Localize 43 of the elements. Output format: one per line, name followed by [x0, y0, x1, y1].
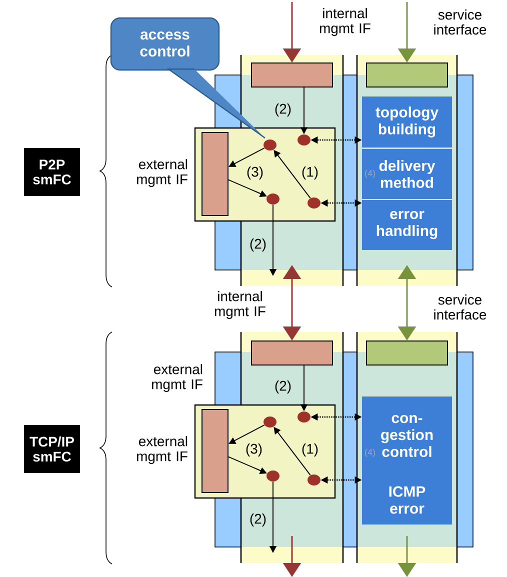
dot: [298, 134, 310, 146]
edge-label: internal mgmt IF: [214, 291, 266, 319]
dot: [264, 416, 276, 428]
node-label: ICMP error: [389, 486, 426, 514]
hatched-bar: [251, 340, 333, 366]
text-label: external mgmt IF: [137, 436, 188, 464]
node-label: error handling: [376, 210, 438, 240]
hatched-bar: [251, 62, 333, 88]
arrow: [228, 148, 265, 167]
hatched-bar: [202, 132, 228, 216]
edge-label: (1): [302, 166, 318, 180]
function-box: ICMP error: [362, 476, 452, 524]
edge-label: (2): [275, 104, 291, 116]
text-label: (4): [365, 448, 375, 458]
edge-label: internal mgmt IF: [320, 8, 370, 36]
text-label: (4): [365, 170, 375, 178]
edge-label: (3): [246, 444, 262, 456]
edge-label: (1): [302, 444, 318, 456]
arrow: [228, 424, 265, 444]
function-box: topology building: [362, 96, 452, 148]
hatched-bar: [366, 62, 448, 88]
hatched-bar: [366, 340, 448, 366]
edge-label: service interface: [434, 9, 486, 35]
callout-box: access control: [110, 17, 266, 139]
hatched-bar: [202, 409, 228, 493]
edge-label: (2): [250, 238, 266, 252]
label-box: TCP/IP smFC: [24, 425, 80, 473]
function-box: error handling: [362, 200, 452, 250]
edge-label: service interface: [434, 294, 486, 320]
dot: [308, 474, 320, 486]
text-label: external mgmt IF: [137, 159, 188, 187]
dot: [266, 470, 280, 482]
dot: [266, 194, 280, 204]
label-box: P2P smFC: [24, 148, 80, 196]
dot: [298, 412, 310, 422]
edge-label: (2): [250, 514, 266, 526]
text-label: external mgmt IF: [152, 364, 202, 392]
edge-label: (2): [275, 380, 291, 394]
edge-label: (3): [247, 166, 263, 180]
dot: [264, 140, 276, 150]
node-label: delivery method: [379, 160, 436, 188]
node-label: con- gestion control: [381, 414, 433, 458]
dot: [308, 198, 320, 208]
